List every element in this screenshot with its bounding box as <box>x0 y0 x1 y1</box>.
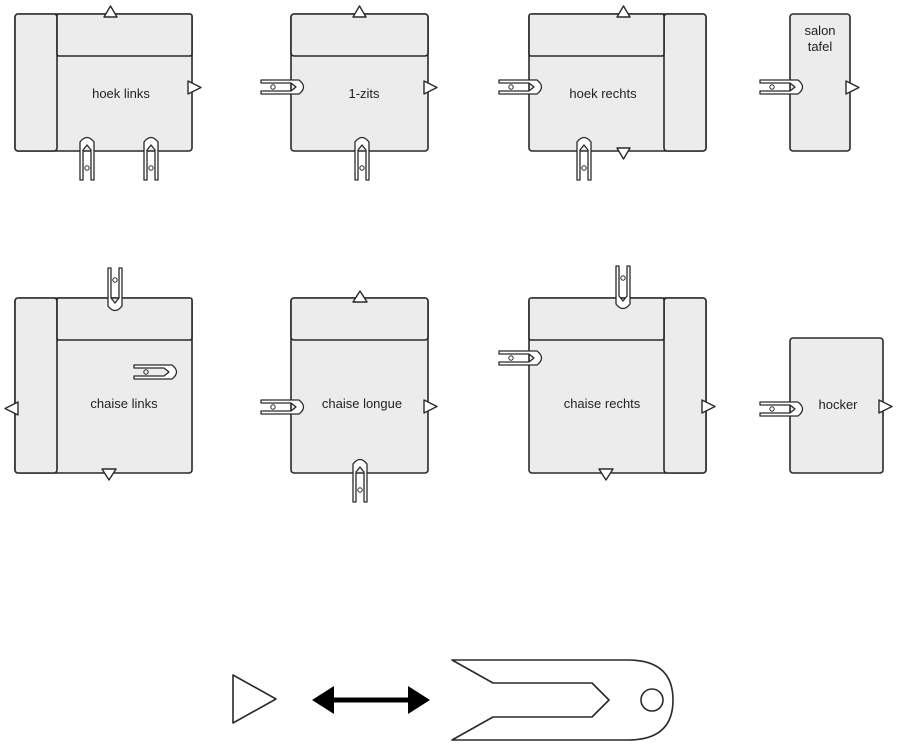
module-hoek-rechts: hoek rechts <box>498 5 707 181</box>
module-hoek-links: hoek links <box>14 5 202 181</box>
backrest <box>56 13 193 57</box>
clip-connector-icon <box>352 458 368 503</box>
triangle-connector-icon <box>232 674 277 724</box>
module-label: chaise links <box>90 396 158 411</box>
triangle-connector-icon <box>103 5 118 18</box>
clip-connector-icon <box>498 79 543 95</box>
triangle-connector-icon <box>187 80 202 95</box>
module-label: hoek links <box>92 86 150 101</box>
triangle-connector-icon <box>101 468 117 481</box>
backrest <box>290 13 429 57</box>
clip-connector-icon <box>576 136 592 181</box>
module-salon-tafel: salon tafel <box>759 13 860 152</box>
module-label: chaise rechts <box>564 396 641 411</box>
module-label-line1: salon <box>804 23 835 38</box>
clip-connector-icon <box>260 399 305 415</box>
module-hocker: hocker <box>759 337 893 474</box>
module-chaise-longue: chaise longue <box>260 290 438 503</box>
triangle-connector-icon <box>616 147 631 160</box>
backrest <box>290 297 429 341</box>
module-chaise-rechts: chaise rechts <box>498 265 716 481</box>
clip-connector-icon <box>451 659 674 741</box>
clip-connector-icon <box>498 350 543 366</box>
triangle-connector-icon <box>423 399 438 414</box>
triangle-connector-icon <box>878 399 893 414</box>
clip-connector-icon <box>107 267 123 312</box>
armrest <box>663 297 707 474</box>
module-label-line2: tafel <box>808 39 833 54</box>
clip-connector-icon <box>615 265 631 310</box>
backrest <box>528 13 665 57</box>
module-label: hocker <box>818 397 858 412</box>
clip-connector-icon <box>759 79 804 95</box>
triangle-connector-icon <box>616 5 631 18</box>
clip-connector-icon <box>260 79 305 95</box>
armrest <box>14 297 58 474</box>
triangle-connector-icon <box>352 5 367 18</box>
module-chaise-links: chaise links <box>4 267 193 481</box>
triangle-connector-icon <box>4 401 19 416</box>
double-arrow-icon <box>312 686 430 714</box>
triangle-connector-icon <box>352 290 368 303</box>
module-1-zits: 1-zits <box>260 5 438 181</box>
clip-connector-icon <box>143 136 159 181</box>
module-label: 1-zits <box>348 86 380 101</box>
armrest <box>14 13 58 152</box>
triangle-connector-icon <box>845 80 860 95</box>
triangle-connector-icon <box>423 80 438 95</box>
legend <box>232 659 674 741</box>
armrest <box>663 13 707 152</box>
triangle-connector-icon <box>598 468 614 481</box>
backrest <box>56 297 193 341</box>
module-label: chaise longue <box>322 396 402 411</box>
clip-connector-icon <box>759 401 804 417</box>
backrest <box>528 297 665 341</box>
triangle-connector-icon <box>701 399 716 414</box>
clip-connector-icon <box>354 136 370 181</box>
clip-connector-icon <box>79 136 95 181</box>
module-label: hoek rechts <box>569 86 637 101</box>
